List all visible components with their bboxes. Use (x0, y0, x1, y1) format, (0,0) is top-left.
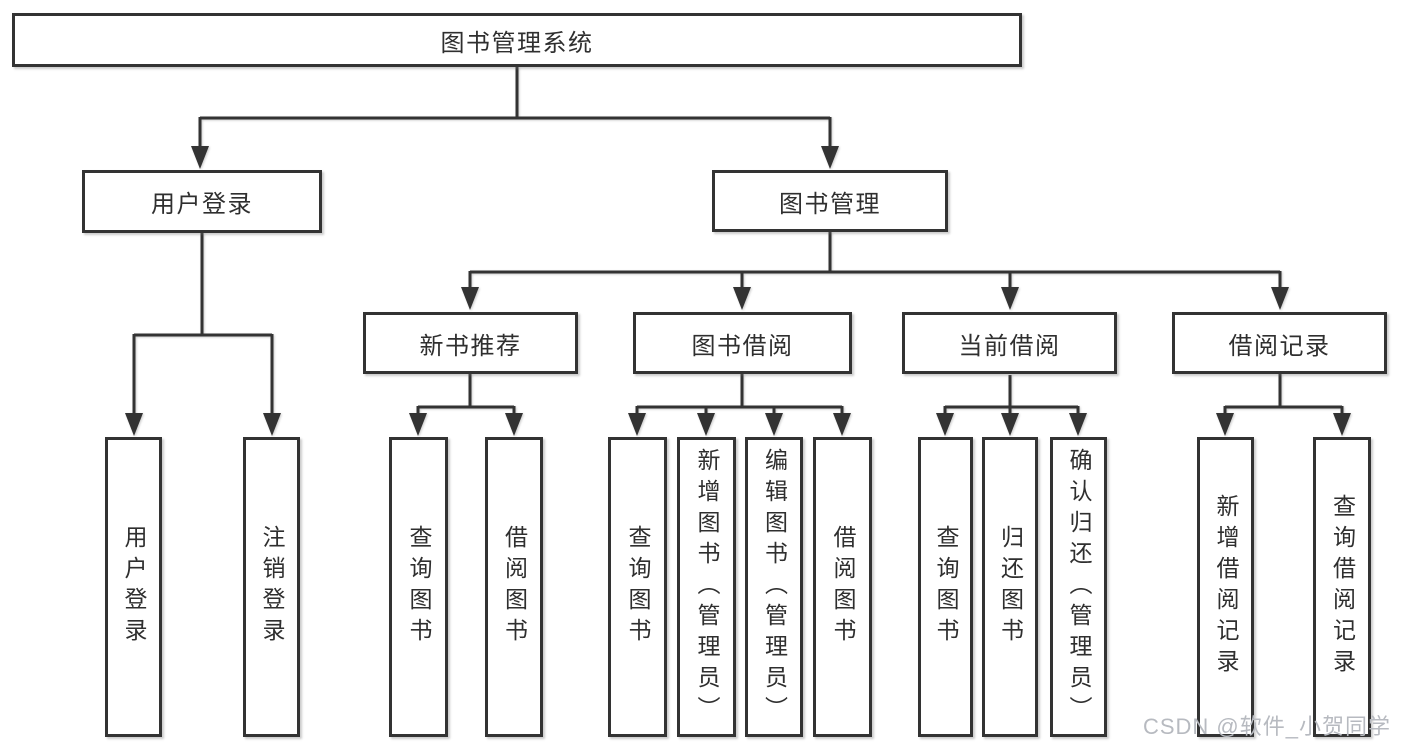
leaf-borrow-books: 借阅图书 (813, 437, 872, 737)
leaf-current-query-books-label: 查询图书 (933, 525, 959, 649)
node-book-management-label: 图书管理 (779, 190, 881, 218)
leaf-return-books-label: 归还图书 (997, 525, 1024, 649)
node-user-login-branch-label: 用户登录 (151, 191, 253, 218)
leaf-confirm-return-admin-label: 确认归还（管理员） (1066, 447, 1092, 727)
node-borrow-records-label: 借阅记录 (1228, 332, 1331, 360)
leaf-confirm-return-admin: 确认归还（管理员） (1050, 437, 1107, 737)
leaf-newbook-query-books-label: 查询图书 (406, 525, 432, 649)
leaf-current-query-books: 查询图书 (918, 437, 973, 737)
leaf-logout: 注销登录 (243, 437, 300, 737)
leaf-add-books-admin-label: 新增图书（管理员） (694, 447, 720, 727)
leaf-edit-books-admin-label: 编辑图书（管理员） (761, 447, 788, 727)
node-book-management: 图书管理 (712, 170, 948, 232)
node-new-book-recommend-label: 新书推荐 (419, 332, 522, 360)
connector-new-book-to-leaves (409, 374, 523, 436)
watermark: CSDN @软件_小贺同学 (1142, 714, 1391, 739)
node-current-borrow: 当前借阅 (902, 312, 1117, 374)
node-new-book-recommend: 新书推荐 (363, 312, 578, 374)
leaf-borrow-query-books: 查询图书 (608, 437, 667, 737)
connector-borrow-records-to-leaves (1216, 374, 1351, 436)
connector-book-mgmt-to-level3 (461, 232, 1289, 310)
leaf-add-borrow-record: 新增借阅记录 (1197, 437, 1254, 737)
leaf-user-login-label: 用户登录 (121, 525, 147, 649)
node-user-login-branch: 用户登录 (82, 170, 322, 233)
connector-root-to-level2 (191, 67, 839, 169)
connector-user-login-to-leaves (125, 233, 281, 436)
node-borrow-records: 借阅记录 (1172, 312, 1387, 374)
leaf-newbook-query-books: 查询图书 (389, 437, 448, 737)
node-book-borrow: 图书借阅 (633, 312, 852, 374)
node-root-label: 图书管理系统 (440, 29, 594, 57)
leaf-add-borrow-record-label: 新增借阅记录 (1213, 494, 1239, 680)
node-current-borrow-label: 当前借阅 (958, 332, 1061, 360)
leaf-query-borrow-record-label: 查询借阅记录 (1329, 494, 1356, 680)
leaf-return-books: 归还图书 (982, 437, 1038, 737)
node-book-borrow-label: 图书借阅 (691, 332, 794, 360)
leaf-edit-books-admin: 编辑图书（管理员） (745, 437, 803, 737)
leaf-borrow-books-label: 借阅图书 (830, 525, 856, 649)
connector-book-borrow-to-leaves (628, 374, 851, 436)
leaf-newbook-borrow-books: 借阅图书 (485, 437, 543, 737)
leaf-borrow-query-books-label: 查询图书 (625, 525, 651, 649)
leaf-logout-label: 注销登录 (259, 525, 285, 649)
leaf-newbook-borrow-books-label: 借阅图书 (501, 525, 528, 649)
leaf-query-borrow-record: 查询借阅记录 (1313, 437, 1371, 737)
node-root: 图书管理系统 (12, 13, 1022, 67)
leaf-add-books-admin: 新增图书（管理员） (677, 437, 736, 737)
connector-current-borrow-to-leaves (936, 375, 1087, 436)
leaf-user-login: 用户登录 (105, 437, 162, 737)
